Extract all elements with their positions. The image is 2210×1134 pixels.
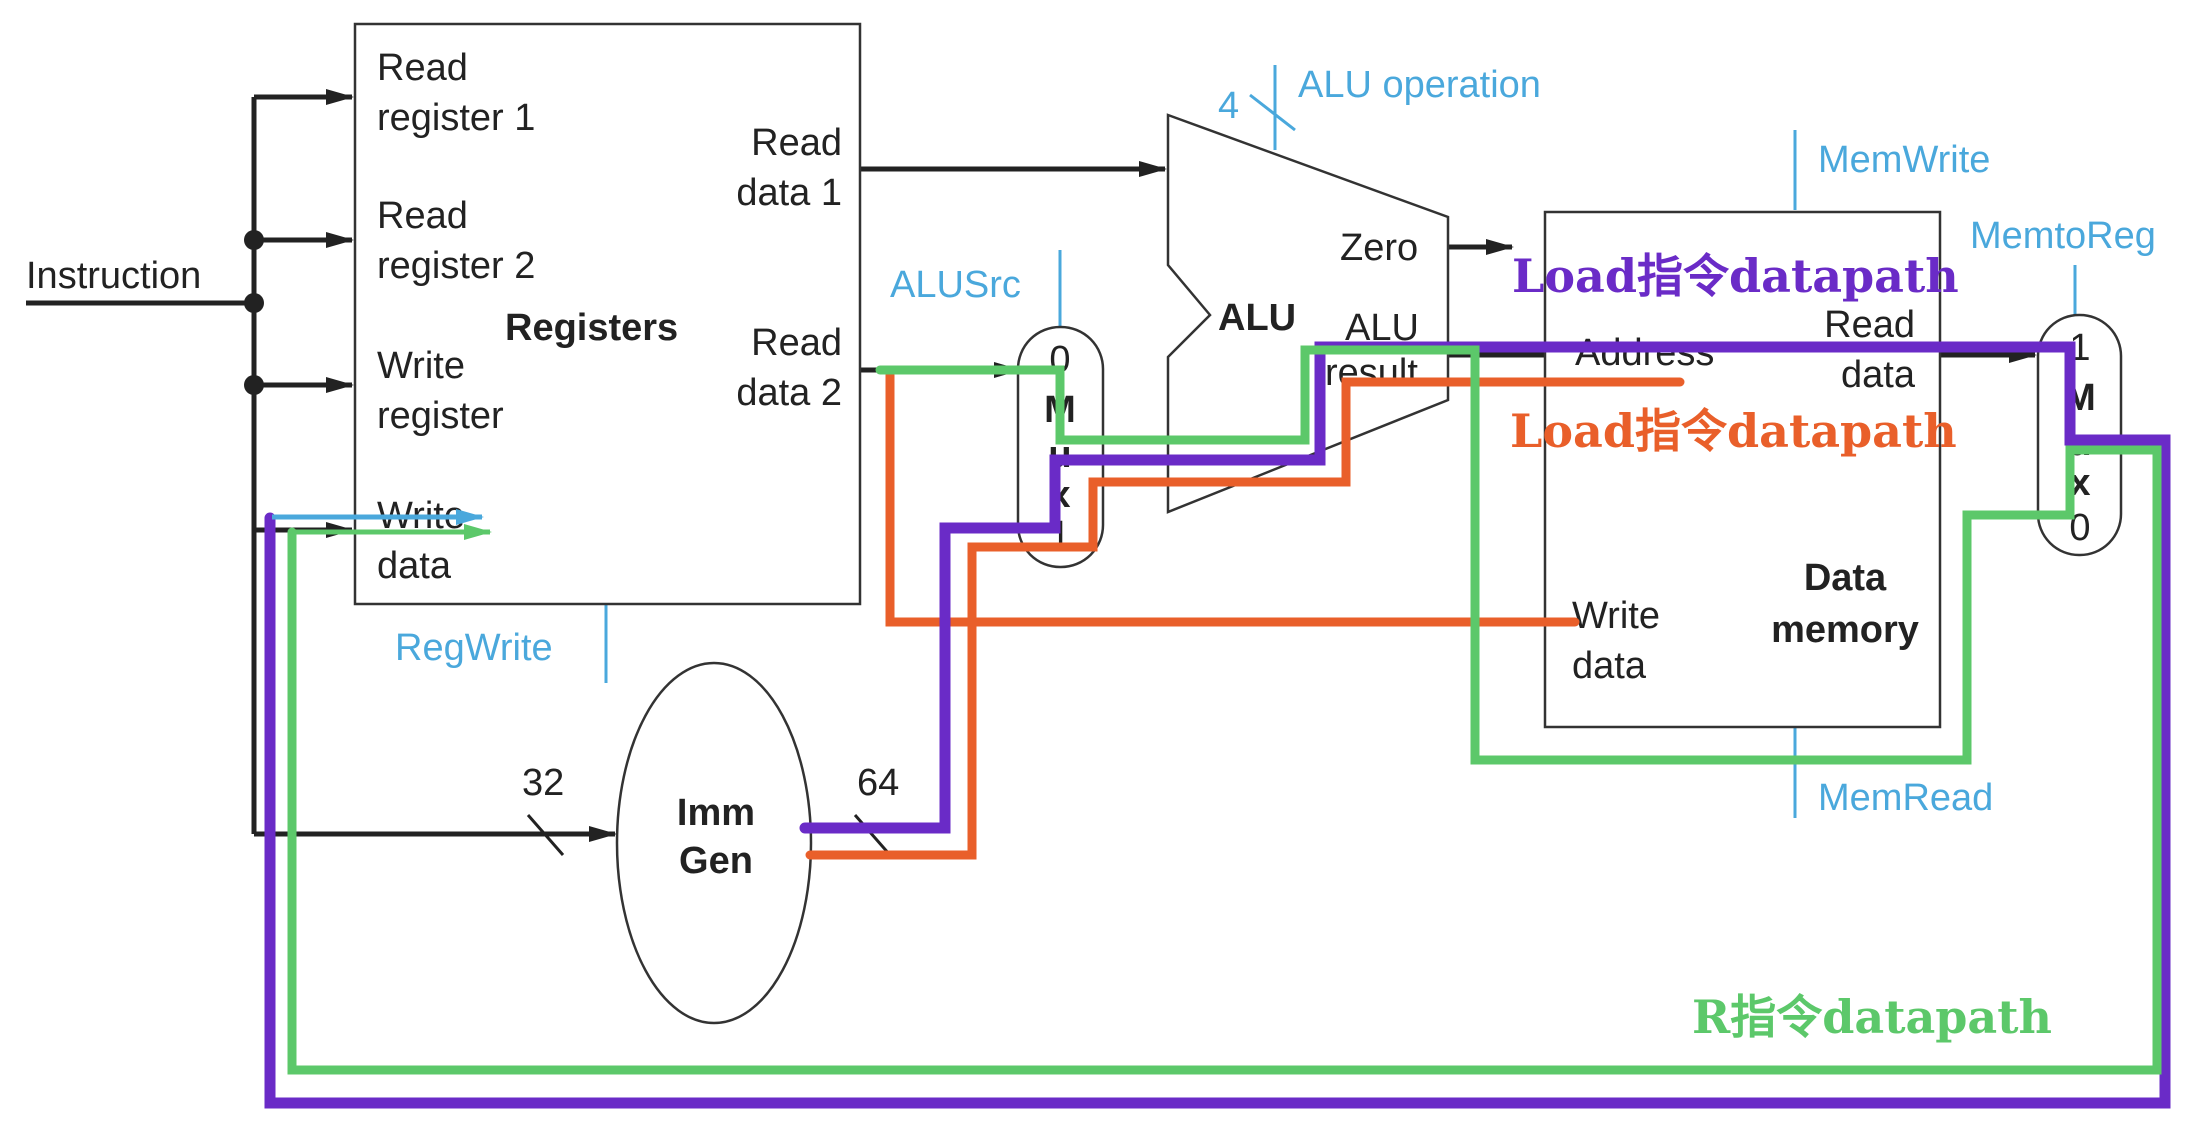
instruction-label: Instruction xyxy=(26,255,201,297)
junction-dots xyxy=(244,230,264,395)
load-path-orange xyxy=(805,370,1685,860)
registers-title: Registers xyxy=(505,307,678,349)
annotation-load-orange: Load指令datapath xyxy=(1510,404,1957,458)
regwrite-label: RegWrite xyxy=(395,627,553,669)
alusrc-mux xyxy=(1016,325,1105,569)
imm-gen-block xyxy=(615,661,813,1025)
zero-label: Zero xyxy=(1340,227,1418,269)
alu-operation-label: ALU operation xyxy=(1298,64,1541,106)
control-lines xyxy=(604,65,2077,818)
annotation-r-green: R指令datapath xyxy=(1692,990,2052,1044)
r-path-green xyxy=(287,345,2162,1075)
alu-title: ALU xyxy=(1218,297,1296,339)
memread-label: MemRead xyxy=(1818,777,1993,819)
memwrite-label: MemWrite xyxy=(1818,139,1990,181)
alusrc-label: ALUSrc xyxy=(890,264,1021,306)
alu-operation-width: 4 xyxy=(1218,85,1239,127)
width-32-label: 32 xyxy=(522,762,564,804)
alu-block xyxy=(1166,113,1450,514)
bus-width-slashes xyxy=(526,814,892,856)
address-label: Address xyxy=(1575,332,1714,374)
memtoreg-label: MemtoReg xyxy=(1970,215,2156,257)
width-64-label: 64 xyxy=(857,762,899,804)
annotation-load-purple: Load指令datapath xyxy=(1512,249,1959,303)
registers-block xyxy=(353,22,862,606)
data-memory-block xyxy=(1543,210,1942,729)
